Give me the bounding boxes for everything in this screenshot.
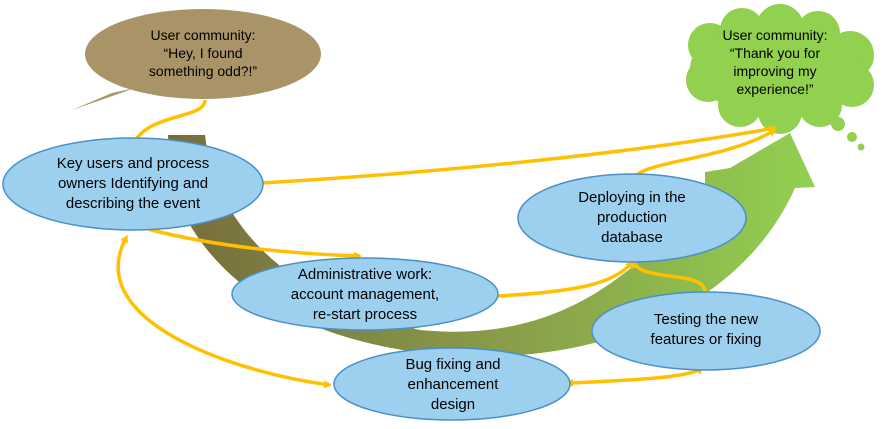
step-identify-label: Key users and process owners Identifying… <box>56 155 210 212</box>
step-admin-label: Administrative work: account management,… <box>290 266 440 323</box>
thought-cloud-icon <box>686 4 874 151</box>
speech-bubble-icon <box>72 88 135 110</box>
arrow-testing-to-deploy <box>631 260 707 293</box>
arrow-identify-to-cloud <box>261 125 777 185</box>
arrow-admin-to-deploy <box>497 260 634 298</box>
step-testing-label: Testing the new features or fixing <box>650 311 762 348</box>
thought-cloud-text: User community: “Thank you for improving… <box>722 27 828 97</box>
step-admin-ellipse <box>231 257 499 331</box>
step-deploy-label: Deploying in the production database <box>578 189 686 246</box>
speech-bubble-body <box>85 9 321 99</box>
step-identify-ellipse <box>2 137 264 231</box>
step-deploy-ellipse <box>517 173 747 263</box>
arrow-identify-to-bugfix <box>116 234 332 389</box>
speech-bubble-text: User community: “Hey, I found something … <box>148 27 258 79</box>
step-bugfix-ellipse <box>333 347 571 421</box>
step-testing-ellipse <box>591 291 821 371</box>
arrow-bugfix-to-testing <box>565 366 704 387</box>
step-bugfix-label: Bug fixing and enhancement design <box>405 356 501 413</box>
